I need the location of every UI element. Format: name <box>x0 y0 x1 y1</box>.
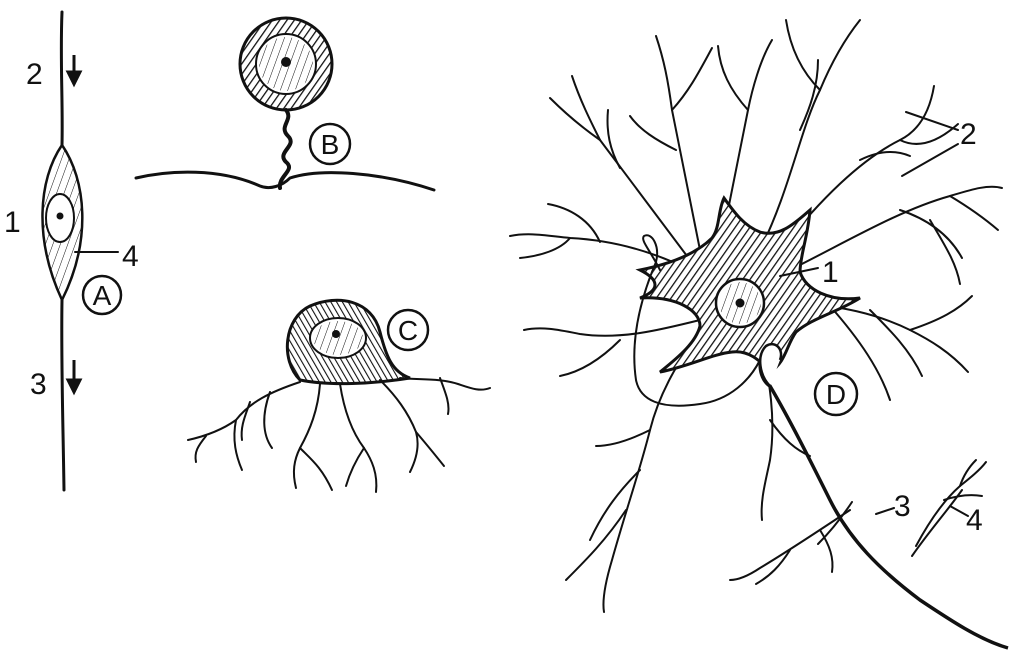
panel-b-label: B <box>321 129 340 160</box>
panel-d-number-4: 4 <box>966 504 983 537</box>
panel-b-pseudounipolar-neuron: B <box>136 18 434 190</box>
panel-a-arrow-down-top <box>68 55 80 84</box>
panel-a-number-1: 1 <box>4 206 21 239</box>
panel-d-number-3: 3 <box>894 490 911 523</box>
panel-d-multipolar-neuron: D 1 2 3 4 <box>510 20 1008 648</box>
panel-d-number-1: 1 <box>822 256 839 289</box>
panel-a-bipolar-neuron: A 2 1 4 3 <box>4 12 139 490</box>
panel-a-label: A <box>93 280 112 311</box>
panel-a-number-3: 3 <box>30 368 47 401</box>
panel-d-number-2: 2 <box>960 118 977 151</box>
panel-d-label: D <box>826 379 846 410</box>
panel-a-number-4: 4 <box>122 240 139 273</box>
panel-a-arrow-down-bottom <box>68 360 80 392</box>
panel-c-label: C <box>398 315 418 346</box>
panel-a-number-2: 2 <box>26 58 43 91</box>
panel-c-neuron: C <box>188 300 490 492</box>
